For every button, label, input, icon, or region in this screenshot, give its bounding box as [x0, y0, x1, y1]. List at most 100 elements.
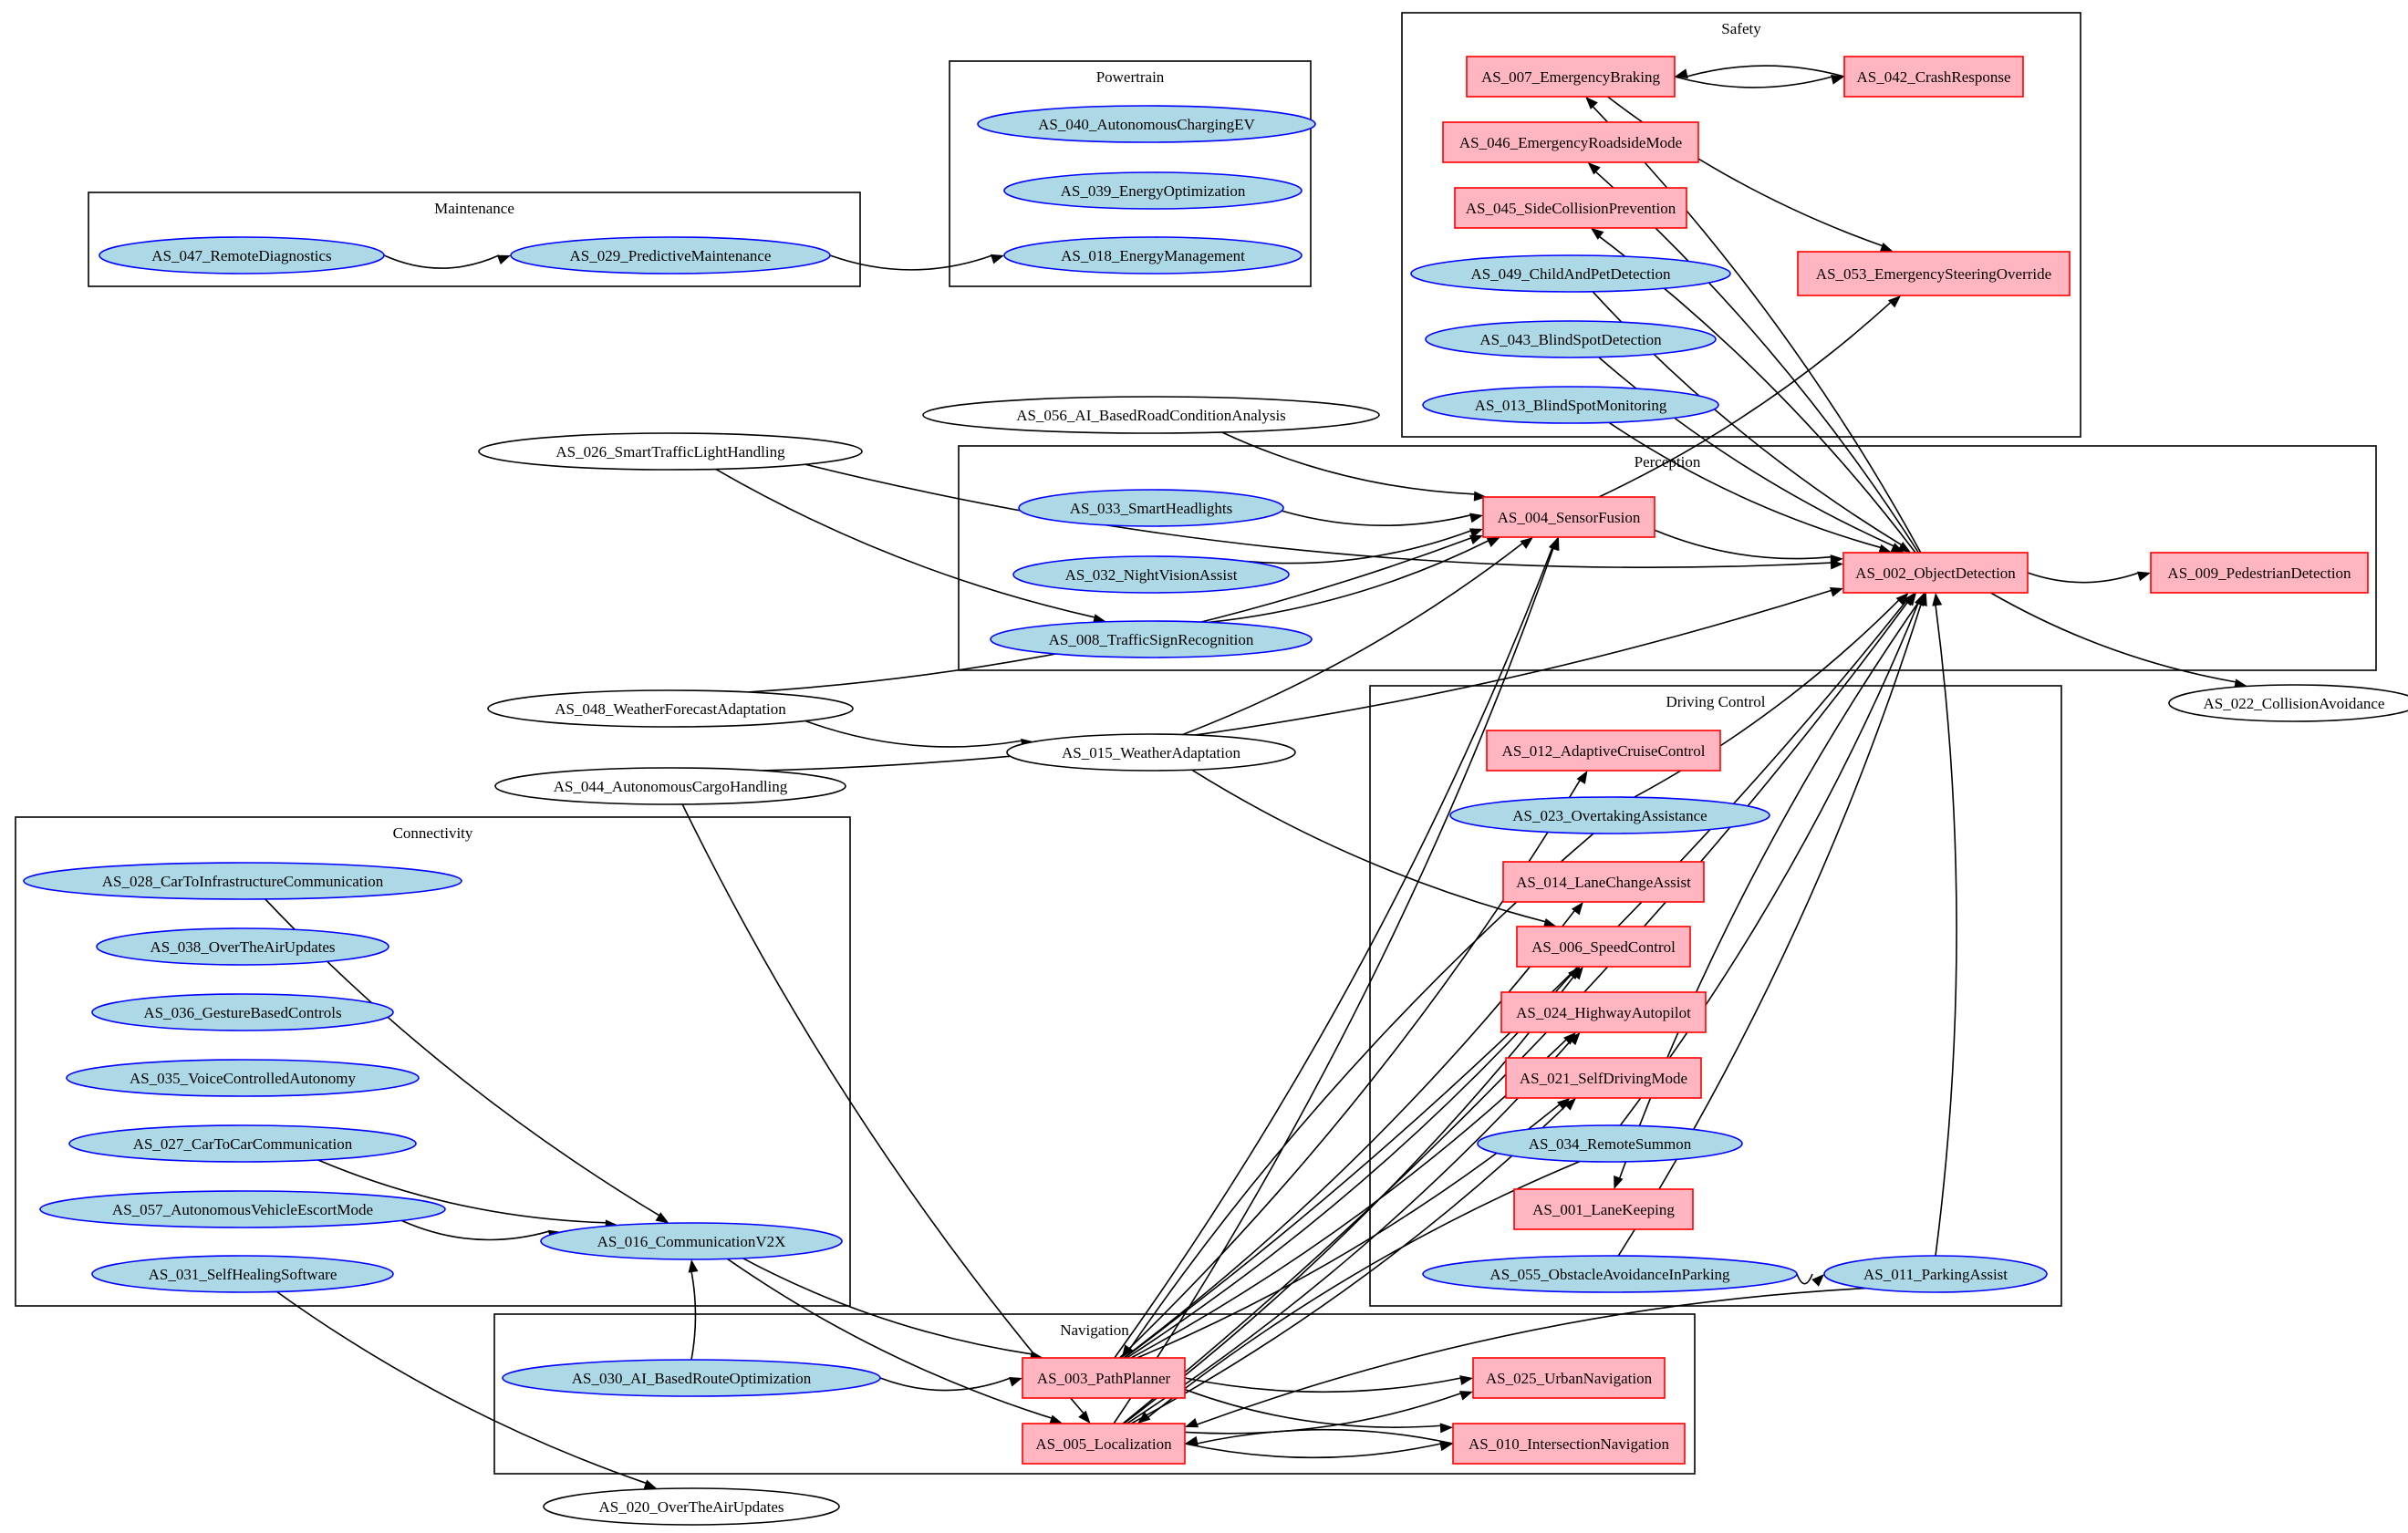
- node-as-008-trafficsignrecognition[interactable]: AS_008_TrafficSignRecognition: [990, 620, 1313, 658]
- node-box: [1505, 1057, 1702, 1099]
- node-as-045-sidecollisionprevention[interactable]: AS_045_SideCollisionPrevention: [1454, 187, 1687, 229]
- node-as-028-cartoinfrastructurecommunication[interactable]: AS_028_CarToInfrastructureCommunication: [23, 862, 462, 900]
- node-label: AS_003_PathPlanner: [1037, 1370, 1171, 1387]
- node-as-022-collisionavoidance[interactable]: AS_022_CollisionAvoidance: [2168, 684, 2408, 722]
- node-as-031-selfhealingsoftware[interactable]: AS_031_SelfHealingSoftware: [91, 1255, 394, 1293]
- node-as-035-voicecontrolledautonomy[interactable]: AS_035_VoiceControlledAutonomy: [66, 1059, 420, 1097]
- node-as-044-autonomouscargohandling[interactable]: AS_044_AutonomousCargoHandling: [494, 767, 846, 805]
- node-as-004-sensorfusion[interactable]: AS_004_SensorFusion: [1482, 496, 1656, 538]
- node-as-039-energyoptimization[interactable]: AS_039_EnergyOptimization: [1003, 171, 1303, 210]
- node-label: AS_038_OverTheAirUpdates: [150, 938, 335, 956]
- node-as-042-crashresponse[interactable]: AS_042_CrashResponse: [1843, 56, 2024, 98]
- node-as-023-overtakingassistance[interactable]: AS_023_OvertakingAssistance: [1449, 796, 1770, 834]
- node-box: [1466, 56, 1676, 98]
- node-as-056-ai-basedroadconditionanalysis[interactable]: AS_056_AI_BasedRoadConditionAnalysis: [922, 396, 1380, 434]
- node-as-049-childandpetdetection[interactable]: AS_049_ChildAndPetDetection: [1410, 254, 1731, 293]
- node-as-020-overtheairupdates[interactable]: AS_020_OverTheAirUpdates: [543, 1487, 840, 1526]
- node-as-018-energymanagement[interactable]: AS_018_EnergyManagement: [1003, 236, 1303, 274]
- node-label: AS_025_UrbanNavigation: [1486, 1370, 1653, 1387]
- node-as-007-emergencybraking[interactable]: AS_007_EmergencyBraking: [1466, 56, 1676, 98]
- node-label: AS_006_SpeedControl: [1531, 938, 1676, 956]
- edge-n032-n004: [1246, 528, 1483, 565]
- node-as-011-parkingassist[interactable]: AS_011_ParkingAssist: [1823, 1255, 2048, 1293]
- node-as-013-blindspotmonitoring[interactable]: AS_013_BlindSpotMonitoring: [1422, 386, 1719, 424]
- node-as-032-nightvisionassist[interactable]: AS_032_NightVisionAssist: [1012, 555, 1290, 594]
- node-as-046-emergencyroadsidemode[interactable]: AS_046_EmergencyRoadsideMode: [1442, 121, 1699, 163]
- node-as-038-overtheairupdates[interactable]: AS_038_OverTheAirUpdates: [96, 927, 389, 966]
- node-label: AS_028_CarToInfrastructureCommunication: [102, 873, 384, 890]
- node-ellipse: [68, 1124, 417, 1163]
- node-as-055-obstacleavoidanceinparking[interactable]: AS_055_ObstacleAvoidanceInParking: [1422, 1255, 1798, 1293]
- node-ellipse: [23, 862, 462, 900]
- node-as-015-weatheradaptation[interactable]: AS_015_WeatherAdaptation: [1006, 733, 1296, 772]
- cluster-title-safety: Safety: [1721, 20, 1761, 37]
- node-label: AS_033_SmartHeadlights: [1070, 500, 1233, 517]
- node-label: AS_018_EnergyManagement: [1061, 247, 1245, 264]
- edge-n005-n004: [1113, 537, 1560, 1424]
- node-ellipse: [99, 236, 385, 274]
- node-as-014-lanechangeassist[interactable]: AS_014_LaneChangeAssist: [1502, 861, 1705, 903]
- node-ellipse: [1003, 171, 1303, 210]
- node-as-016-communicationv2x[interactable]: AS_016_CommunicationV2X: [540, 1222, 843, 1260]
- node-box: [1022, 1423, 1186, 1465]
- node-as-027-cartocarcommunication[interactable]: AS_027_CarToCarCommunication: [68, 1124, 417, 1163]
- cluster-connectivity: Connectivity: [15, 816, 851, 1307]
- node-as-034-remotesummon[interactable]: AS_034_RemoteSummon: [1477, 1124, 1743, 1163]
- node-label: AS_008_TrafficSignRecognition: [1049, 631, 1254, 648]
- node-as-002-objectdetection[interactable]: AS_002_ObjectDetection: [1842, 552, 2029, 594]
- node-label: AS_040_AutonomousChargingEV: [1038, 116, 1255, 133]
- edge-n003-n014: [1123, 902, 1583, 1359]
- node-as-029-predictivemaintenance[interactable]: AS_029_PredictiveMaintenance: [510, 236, 831, 274]
- node-box: [1442, 121, 1699, 163]
- node-as-040-autonomouschargingev[interactable]: AS_040_AutonomousChargingEV: [977, 105, 1316, 143]
- node-label: AS_032_NightVisionAssist: [1065, 566, 1238, 584]
- node-label: AS_035_VoiceControlledAutonomy: [130, 1070, 357, 1087]
- node-box: [1486, 730, 1721, 772]
- node-as-047-remotediagnostics[interactable]: AS_047_RemoteDiagnostics: [99, 236, 385, 274]
- edge-n056-n004: [1221, 431, 1488, 502]
- node-as-043-blindspotdetection[interactable]: AS_043_BlindSpotDetection: [1425, 320, 1717, 358]
- node-as-048-weatherforecastadaptation[interactable]: AS_048_WeatherForecastAdaptation: [487, 689, 854, 728]
- edge-n011-n005: [1185, 1287, 1866, 1428]
- node-label: AS_031_SelfHealingSoftware: [149, 1266, 337, 1283]
- edge-n033-n004: [1281, 510, 1483, 527]
- edge-n003-n025: [1184, 1375, 1473, 1393]
- node-as-003-pathplanner[interactable]: AS_003_PathPlanner: [1022, 1357, 1186, 1399]
- node-label: AS_026_SmartTrafficLightHandling: [555, 443, 785, 461]
- cluster-driving: Driving Control: [1369, 685, 2062, 1307]
- node-ellipse: [1425, 320, 1717, 358]
- node-ellipse: [1006, 733, 1296, 772]
- node-ellipse: [478, 432, 863, 471]
- edge-n047-n029: [383, 254, 511, 269]
- node-as-005-localization[interactable]: AS_005_Localization: [1022, 1423, 1186, 1465]
- node-as-006-speedcontrol[interactable]: AS_006_SpeedControl: [1516, 926, 1691, 968]
- edge-n013-n002: [1608, 421, 1893, 554]
- node-label: AS_022_CollisionAvoidance: [2204, 695, 2385, 712]
- node-as-036-gesturebasedcontrols[interactable]: AS_036_GestureBasedControls: [91, 993, 394, 1031]
- node-box: [1842, 552, 2029, 594]
- node-as-001-lanekeeping[interactable]: AS_001_LaneKeeping: [1513, 1188, 1694, 1230]
- node-ellipse: [487, 689, 854, 728]
- node-as-057-autonomousvehicleescortmode[interactable]: AS_057_AutonomousVehicleEscortMode: [39, 1190, 446, 1228]
- node-as-053-emergencysteeringoverride[interactable]: AS_053_EmergencySteeringOverride: [1797, 251, 2071, 296]
- node-box: [1452, 1423, 1686, 1465]
- edge-n044-n005: [681, 803, 1091, 1424]
- node-label: AS_034_RemoteSummon: [1529, 1135, 1692, 1153]
- node-as-025-urbannavigation[interactable]: AS_025_UrbanNavigation: [1472, 1357, 1666, 1399]
- edge-n026-n002: [804, 463, 1843, 570]
- edge-n011-n002: [1932, 593, 1957, 1257]
- node-as-033-smartheadlights[interactable]: AS_033_SmartHeadlights: [1018, 489, 1284, 527]
- edge-n048-n015: [804, 720, 1034, 749]
- node-as-030-ai-basedrouteoptimization[interactable]: AS_030_AI_BasedRouteOptimization: [502, 1359, 881, 1397]
- node-as-024-highwayautopilot[interactable]: AS_024_HighwayAutopilot: [1500, 991, 1707, 1033]
- node-as-009-pedestriandetection[interactable]: AS_009_PedestrianDetection: [2150, 552, 2369, 594]
- node-label: AS_002_ObjectDetection: [1855, 565, 2016, 582]
- node-as-010-intersectionnavigation[interactable]: AS_010_IntersectionNavigation: [1452, 1423, 1686, 1465]
- cluster-navigation: Navigation: [493, 1313, 1696, 1475]
- node-as-026-smarttrafficlighthandling[interactable]: AS_026_SmartTrafficLightHandling: [478, 432, 863, 471]
- edge-n005-n025: [1184, 1391, 1473, 1435]
- node-as-012-adaptivecruisecontrol[interactable]: AS_012_AdaptiveCruiseControl: [1486, 730, 1721, 772]
- node-as-021-selfdrivingmode[interactable]: AS_021_SelfDrivingMode: [1505, 1057, 1702, 1099]
- node-ellipse: [1422, 386, 1719, 424]
- edge-n007-n042: [1674, 74, 1844, 88]
